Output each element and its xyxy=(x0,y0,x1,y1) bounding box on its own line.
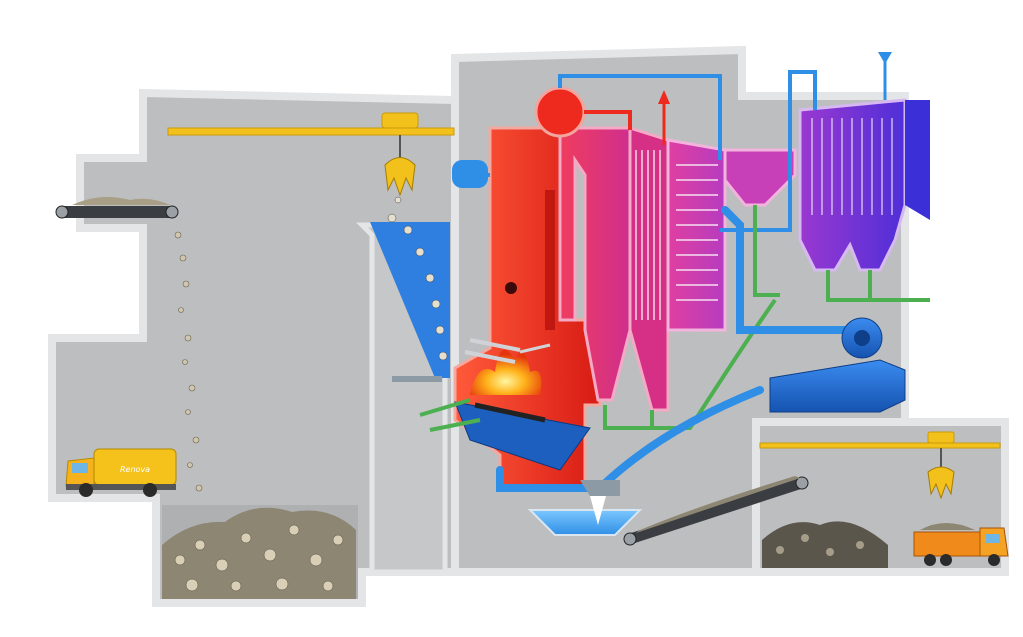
combustion-grate xyxy=(392,376,591,471)
vent-arrow-icon xyxy=(878,52,892,64)
ash-crane xyxy=(759,431,1001,500)
flue-gas-outlet xyxy=(905,100,930,220)
truck-brand-label: Renova xyxy=(120,465,150,474)
dump-truck xyxy=(913,523,1009,566)
ash-hopper xyxy=(723,148,797,207)
ash-pile xyxy=(762,521,888,568)
grab-claw-left xyxy=(384,157,416,197)
ash-conveyor xyxy=(623,476,809,546)
grab-claw-right xyxy=(927,466,955,500)
green-pipes xyxy=(603,205,930,430)
stack-vent xyxy=(878,52,892,100)
scrubber-unit xyxy=(769,359,906,413)
economizer xyxy=(666,138,727,332)
bag-filter xyxy=(798,98,907,272)
feed-hopper xyxy=(370,196,450,378)
fire xyxy=(470,349,542,395)
falling-waste-stream xyxy=(174,231,203,492)
bunker-crane xyxy=(167,112,455,197)
steam-outlet xyxy=(584,90,670,145)
garbage-truck: Renova xyxy=(65,448,177,497)
steam-arrow-icon xyxy=(658,90,670,104)
waste-pile xyxy=(162,507,356,599)
induced-draft-fan xyxy=(841,317,883,359)
feed-pump xyxy=(452,160,488,188)
ash-quench-tank xyxy=(527,480,643,536)
steam-drum xyxy=(534,86,586,138)
boiler-second-pass xyxy=(558,125,670,412)
intake-conveyor xyxy=(55,196,179,219)
